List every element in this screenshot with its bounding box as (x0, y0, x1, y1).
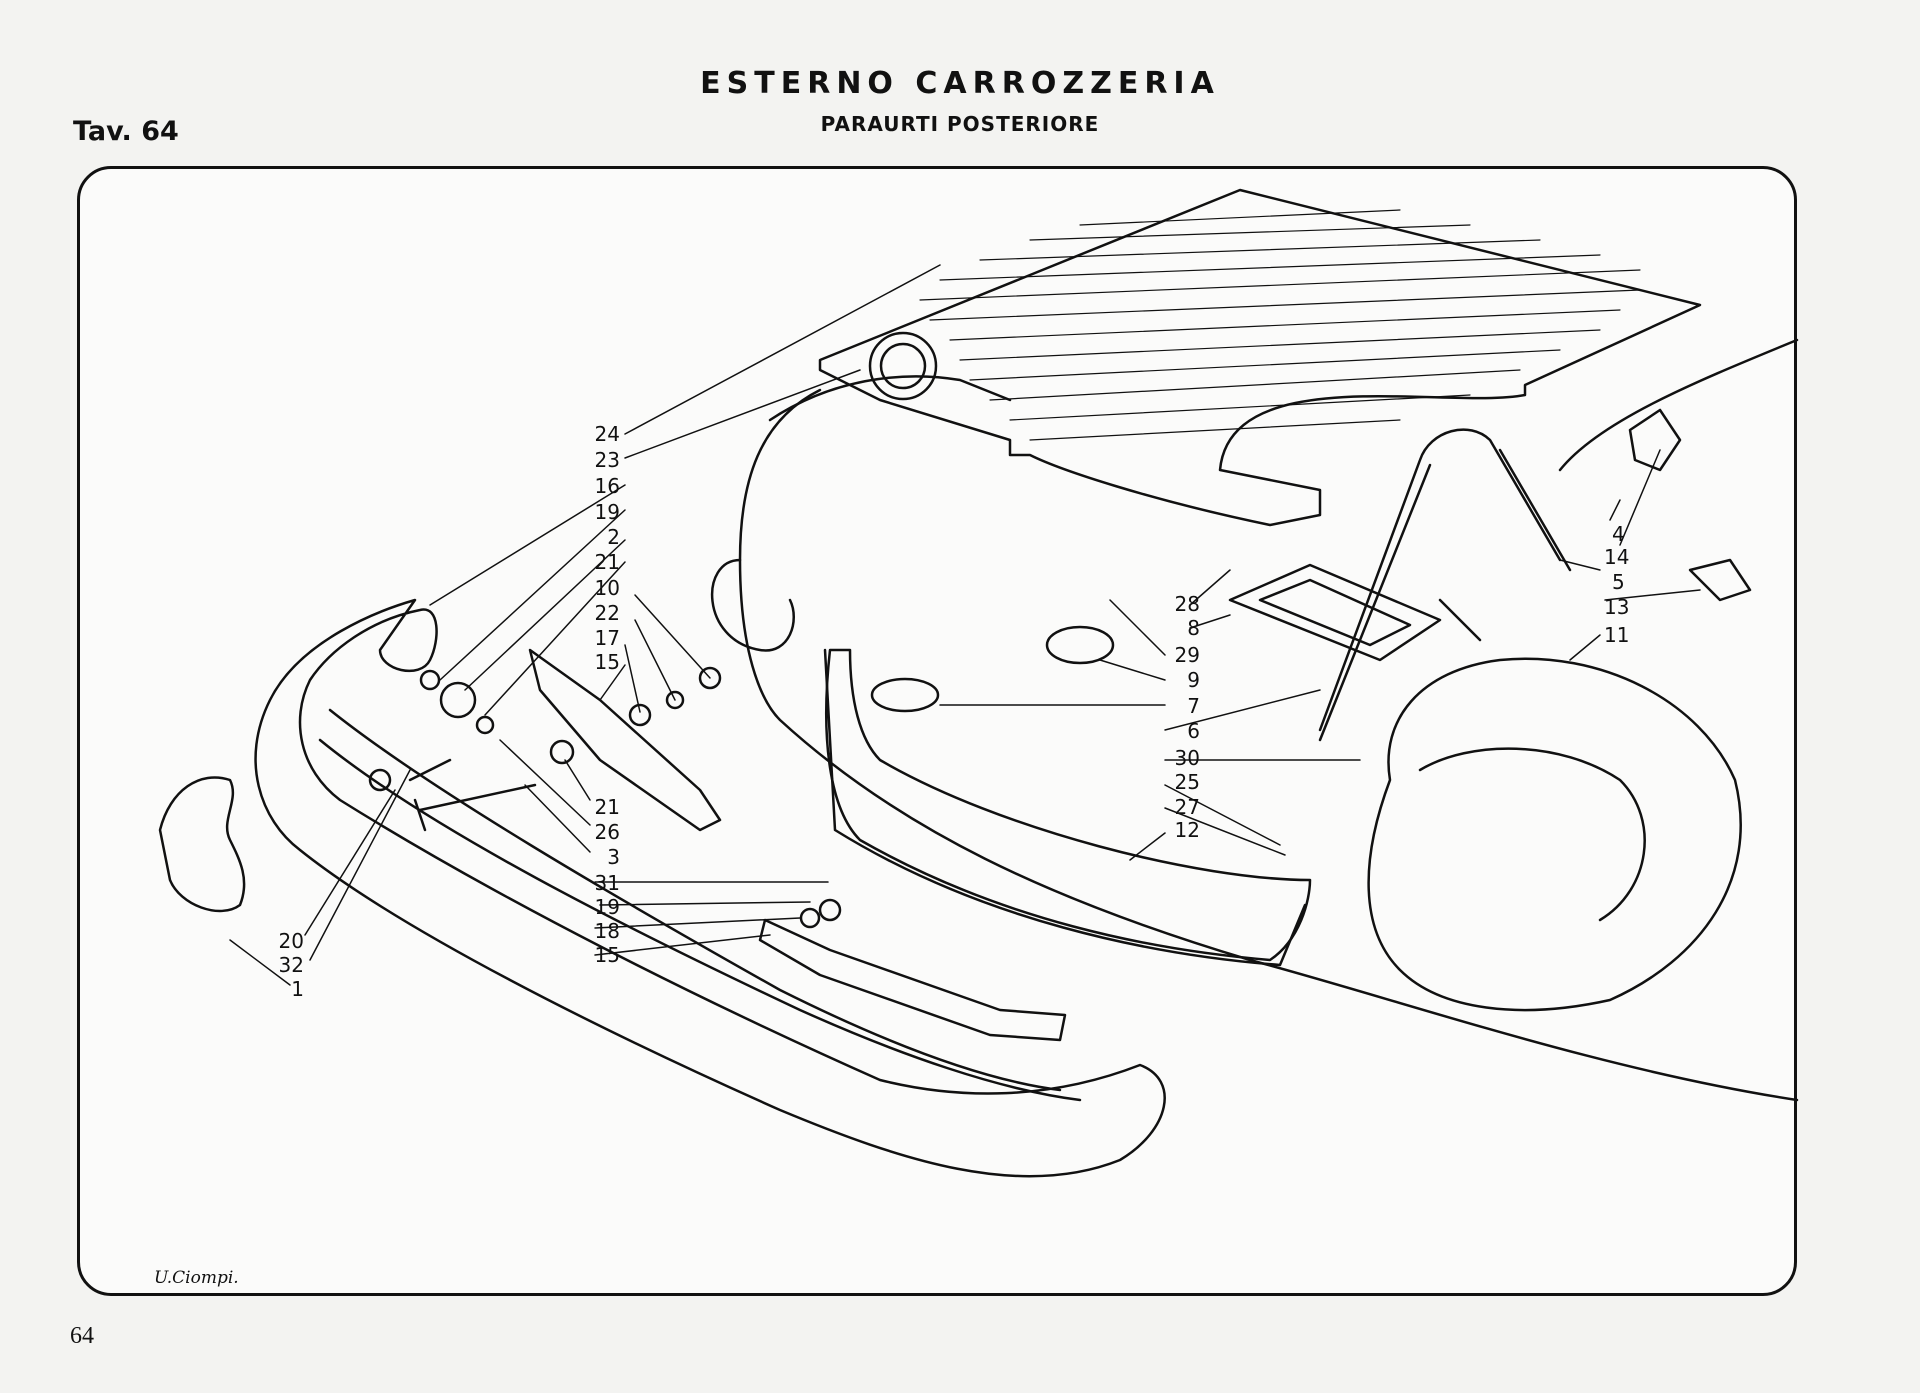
callout-label: 13 (1604, 595, 1630, 619)
lid-filler-hole (868, 331, 938, 401)
callout-label: 7 (1187, 694, 1200, 718)
callout-label: 25 (1174, 770, 1200, 794)
callout-label: 19 (594, 500, 620, 524)
tool-strap (1318, 428, 1562, 732)
callout-label: 5 (1612, 570, 1625, 594)
callout-label: 30 (1174, 746, 1200, 770)
callout-label: 2 (607, 525, 620, 549)
callout-label: 18 (594, 919, 620, 943)
spare-wheel-cover (1367, 657, 1742, 1012)
lower-bumper-bracket (758, 918, 1067, 1042)
callout-label: 14 (1604, 545, 1630, 569)
callout-label: 3 (607, 845, 620, 869)
inspection-cover-plate (1228, 563, 1442, 662)
plate-number: Tav. 64 (73, 116, 179, 147)
diagram-frame (77, 166, 1797, 1296)
page-subtitle: PARAURTI POSTERIORE (820, 112, 1100, 136)
callout-label: 4 (1612, 522, 1625, 546)
callout-label: 17 (594, 626, 620, 650)
callout-label: 19 (594, 895, 620, 919)
callout-label: 24 (594, 422, 620, 446)
callout-label: 22 (594, 601, 620, 625)
callout-label: 23 (594, 448, 620, 472)
car-body-outline (738, 338, 1799, 1102)
callout-label: 12 (1174, 818, 1200, 842)
callout-label: 29 (1174, 643, 1200, 667)
page-number: 64 (70, 1323, 94, 1349)
callout-label: 15 (594, 650, 620, 674)
bumper-end-cap (158, 776, 246, 913)
callout-label: 11 (1604, 623, 1630, 647)
trunk-gasket (823, 648, 1307, 967)
page-title: ESTERNO CARROZZERIA (700, 66, 1220, 101)
callout-label: 6 (1187, 719, 1200, 743)
callout-label: 27 (1174, 795, 1200, 819)
callout-label: 21 (594, 550, 620, 574)
callout-label: 10 (594, 576, 620, 600)
callout-label: 15 (594, 943, 620, 967)
callout-label: 26 (594, 820, 620, 844)
callout-label: 20 (278, 929, 304, 953)
callout-label: 32 (278, 953, 304, 977)
filler-neck (870, 677, 940, 713)
fuel-cap (1045, 625, 1115, 665)
trunk-lid-panel (818, 188, 1702, 527)
callout-label: 1 (291, 977, 304, 1001)
callout-label: 9 (1187, 668, 1200, 692)
callout-label: 16 (594, 474, 620, 498)
callout-label: 8 (1187, 616, 1200, 640)
artist-signature: U.Ciompi. (154, 1268, 239, 1288)
hinge-upper (1628, 408, 1682, 472)
rear-bumper (254, 598, 1166, 1178)
left-bumper-bracket (528, 648, 722, 832)
callout-label: 21 (594, 795, 620, 819)
callout-label: 28 (1174, 592, 1200, 616)
trunk-opening (825, 648, 1312, 962)
callout-label: 31 (594, 871, 620, 895)
hinge-lower (1688, 558, 1752, 602)
